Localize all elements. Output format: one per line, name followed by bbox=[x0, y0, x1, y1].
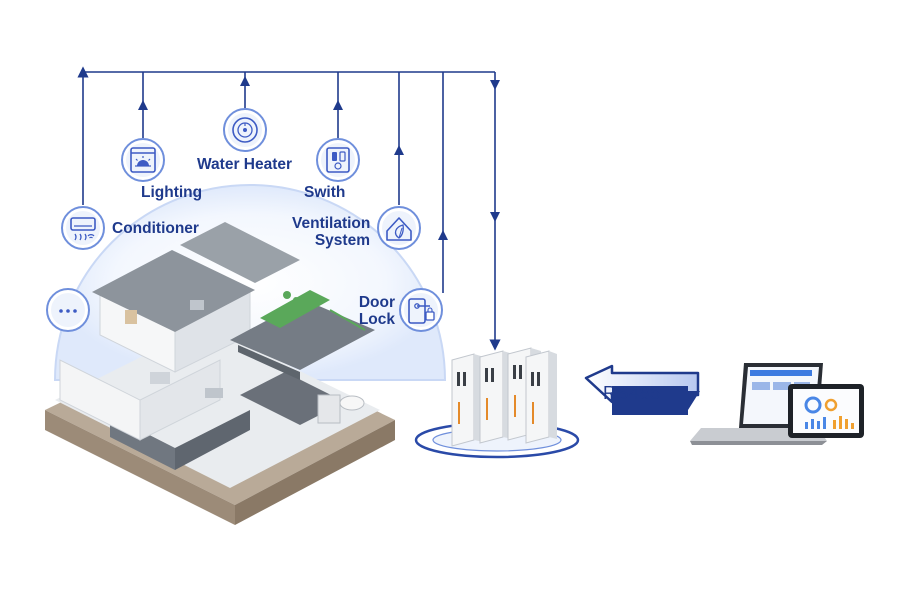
door-lock-label-line1: Door bbox=[358, 294, 395, 311]
rs485-double-arrow bbox=[584, 364, 700, 415]
water-heater-label: Water Heater bbox=[197, 156, 293, 173]
lighting-icon bbox=[121, 138, 165, 182]
door-lock-icon bbox=[399, 288, 443, 332]
more-icon bbox=[46, 288, 90, 332]
rs485-label: RS485 bbox=[603, 383, 661, 403]
switch-icon bbox=[316, 138, 360, 182]
ventilation-label-line2: System bbox=[314, 232, 370, 249]
door-lock-label-line2: Lock bbox=[358, 311, 395, 328]
air-conditioner-icon bbox=[61, 206, 105, 250]
ventilation-label-line1: Ventilation bbox=[292, 215, 371, 232]
laptop-tablet-monitoring bbox=[690, 363, 864, 445]
house-illustration bbox=[45, 222, 395, 525]
bus-arrowheads bbox=[138, 76, 500, 240]
water-heater-icon bbox=[223, 108, 267, 152]
ventilation-icon bbox=[377, 206, 421, 250]
switch-label: Swith bbox=[304, 184, 346, 201]
conditioner-label: Conditioner bbox=[112, 220, 199, 237]
rs485-controller-modules bbox=[414, 347, 580, 459]
lighting-label: Lighting bbox=[141, 184, 203, 201]
